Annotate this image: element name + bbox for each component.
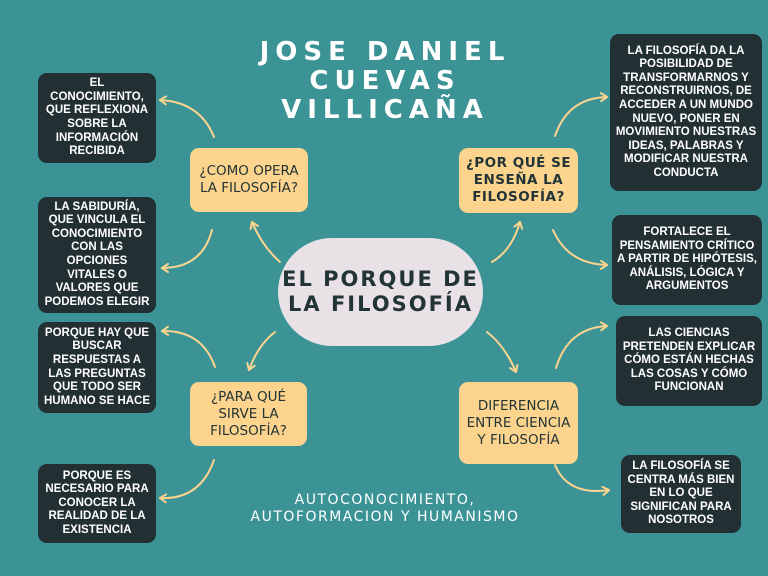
question-para-que-sirve: ¿PARA QUÉ SIRVE LA FILOSOFÍA?: [190, 382, 307, 446]
arrow-center-to-como-opera: [249, 221, 281, 263]
author-title: JOSE DANIEL CUEVAS VILLICAÑA: [259, 37, 511, 125]
arrow-para-que-to-conocer: [159, 459, 215, 504]
detail-filosofia-centra: LA FILOSOFÍA SE CENTRA MÁS BIEN EN LO QU…: [621, 455, 741, 533]
footer-tagline: AUTOCONOCIMIENTO, AUTOFORMACION Y HUMANI…: [250, 492, 520, 525]
arrow-para-que-to-buscar: [161, 325, 216, 368]
question-diferencia: DIFERENCIA ENTRE CIENCIA Y FILOSOFÍA: [459, 382, 578, 464]
arrow-center-to-por-que: [491, 221, 524, 263]
detail-sabiduria: LA SABIDURÍA, QUE VINCULA EL CONOCIMIENT…: [38, 197, 156, 313]
arrow-como-opera-to-sabiduria: [161, 229, 213, 273]
arrow-center-to-para-que: [246, 331, 276, 371]
detail-transformarnos: LA FILOSOFÍA DA LA POSIBILIDAD DE TRANSF…: [610, 34, 762, 191]
detail-ciencias: LAS CIENCIAS PRETENDEN EXPLICAR CÓMO EST…: [616, 316, 762, 406]
central-topic: EL PORQUE DE LA FILOSOFÍA: [278, 238, 483, 346]
detail-fortalece: FORTALECE EL PENSAMIENTO CRÍTICO A PARTI…: [612, 215, 762, 305]
arrow-diferencia-to-ciencias: [555, 321, 608, 369]
question-por-que-ensena: ¿POR QUÉ SE ENSEÑA LA FILOSOFÍA?: [459, 148, 578, 213]
detail-buscar-respuestas: PORQUE HAY QUE BUSCAR RESPUESTAS A LAS P…: [38, 322, 156, 413]
arrow-como-opera-to-conocimiento: [159, 95, 215, 138]
detail-conocer-realidad: PORQUE ES NECESARIO PARA CONOCER LA REAL…: [38, 464, 156, 543]
arrow-por-que-to-transformarnos: [554, 92, 608, 137]
arrow-diferencia-to-filosofia-centra: [554, 464, 610, 496]
arrow-center-to-diferencia: [486, 331, 519, 373]
question-como-opera: ¿COMO OPERA LA FILOSOFÍA?: [190, 148, 308, 212]
detail-conocimiento: EL CONOCIMIENTO, QUE REFLEXIONA SOBRE LA…: [38, 73, 156, 163]
arrow-por-que-to-fortalece: [552, 229, 608, 270]
